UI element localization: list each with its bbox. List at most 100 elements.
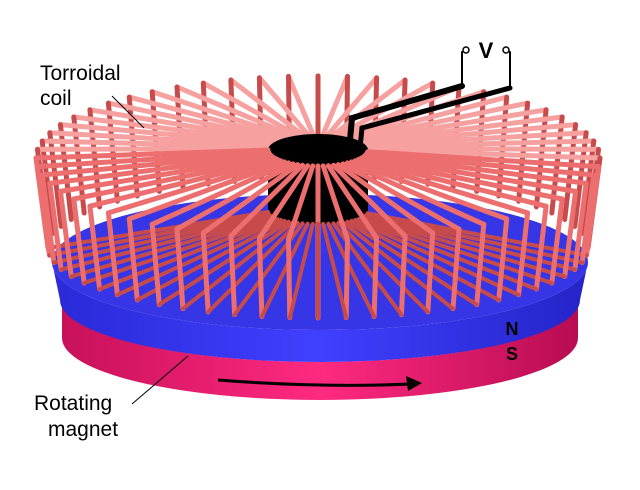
winding-bottom-segment	[47, 211, 271, 258]
winding-top-segment	[286, 163, 316, 243]
winding-top-segment	[256, 163, 311, 241]
winding-outer-segment	[562, 188, 579, 279]
winding-top-segment	[149, 89, 292, 140]
winding-outer-segment	[450, 226, 462, 312]
winding-top-segment	[352, 158, 531, 216]
winding-outer-segment	[584, 164, 601, 258]
winding-outer-segment	[149, 221, 162, 308]
winding-top-segment	[363, 130, 589, 148]
winding-bottom-segment	[336, 221, 430, 314]
coil-label: Torroidal coil	[40, 62, 126, 110]
winding-top-segment	[47, 152, 273, 186]
winding-top-segment	[320, 73, 350, 137]
south-label: S	[506, 344, 518, 364]
coil-windings-front	[33, 147, 601, 321]
winding-top-segment	[364, 150, 597, 178]
winding-top-segment	[340, 161, 462, 232]
winding-bottom-segment	[287, 221, 315, 320]
winding-outer-segment	[126, 216, 140, 303]
winding-top-segment	[358, 155, 565, 202]
winding-top-segment	[365, 145, 601, 152]
winding-top-segment	[149, 160, 292, 227]
winding-outer-segment	[579, 172, 597, 266]
winding-top-segment	[87, 156, 280, 209]
winding-top-segment	[57, 154, 275, 194]
winding-outer-segment	[174, 226, 186, 312]
winding-outer-segment	[35, 164, 52, 258]
winding-top-segment	[174, 161, 296, 232]
winding-outer-segment	[71, 196, 87, 286]
winding-top-segment	[331, 162, 408, 239]
winding-top-segment	[71, 155, 278, 202]
winding-outer-segment	[516, 100, 531, 204]
winding-outer-segment	[47, 180, 64, 273]
winding-top-segment	[39, 150, 272, 178]
winding-top-segment	[361, 154, 579, 194]
winding-top-segment	[57, 122, 275, 146]
coil-label-line2: coil	[40, 87, 72, 110]
winding-bottom-segment	[206, 221, 300, 314]
winding-outer-segment	[474, 221, 487, 308]
magnet-callout-line	[131, 355, 189, 405]
winding-outer-segment	[200, 230, 211, 315]
winding-top-segment	[174, 84, 296, 139]
winding-top-segment	[365, 149, 601, 170]
winding-bottom-segment	[341, 220, 455, 311]
winding-outer-segment	[286, 237, 293, 321]
rotation-arrow	[217, 376, 422, 391]
winding-outer-segment	[343, 237, 350, 321]
winding-top-segment	[320, 163, 350, 243]
winding-outer-segment	[572, 180, 589, 273]
winding-bottom-segment	[353, 218, 521, 297]
winding-top-segment	[228, 162, 305, 239]
winding-outer-segment	[228, 233, 238, 318]
winding-top-segment	[35, 145, 271, 152]
south-pole-side	[62, 300, 578, 400]
winding-outer-segment	[533, 203, 549, 292]
winding-bottom-segment	[364, 212, 585, 265]
winding-top-segment	[105, 100, 284, 142]
winding-bottom-segment	[115, 218, 283, 297]
winding-top-segment	[87, 107, 280, 144]
winding-bottom-segment	[97, 217, 280, 292]
winding-top-segment	[200, 162, 301, 236]
winding-bottom-segment	[326, 221, 377, 319]
winding-top-segment	[228, 77, 305, 138]
winding-top-segment	[126, 94, 287, 141]
winding-top-segment	[256, 75, 311, 137]
winding-bottom-segment	[259, 221, 310, 319]
winding-outer-segment	[516, 210, 531, 298]
coil-label-line1: Torroidal	[40, 62, 121, 85]
winding-top-segment	[200, 80, 301, 138]
winding-top-segment	[349, 94, 510, 141]
winding-outer-segment	[256, 235, 265, 319]
winding-outer-segment	[371, 235, 380, 319]
winding-bottom-segment	[181, 220, 295, 311]
winding-outer-segment	[398, 233, 408, 318]
winding-top-segment	[365, 147, 603, 161]
winding-top-segment	[335, 162, 436, 236]
winding-outer-segment	[87, 203, 103, 292]
winding-outer-segment	[105, 100, 120, 204]
winding-bottom-segment	[46, 210, 270, 250]
winding-outer-segment	[57, 188, 74, 279]
winding-top-segment	[364, 138, 597, 150]
winding-top-segment	[35, 149, 271, 170]
winding-top-segment	[331, 77, 408, 138]
winding-bottom-segment	[51, 212, 272, 265]
magnet-label-line1: Rotating	[34, 392, 112, 415]
winding-top-segment	[356, 156, 549, 209]
winding-outer-segment	[496, 216, 510, 303]
winding-top-segment	[352, 100, 531, 142]
winding-top-segment	[349, 159, 510, 222]
winding-top-segment	[126, 159, 287, 222]
winding-top-segment	[47, 130, 273, 148]
winding-top-segment	[358, 114, 565, 145]
winding-top-segment	[363, 152, 589, 186]
winding-bottom-segment	[365, 211, 589, 258]
winding-top-segment	[344, 160, 487, 227]
winding-top-segment	[356, 107, 549, 144]
voltage-label: V	[479, 38, 494, 63]
